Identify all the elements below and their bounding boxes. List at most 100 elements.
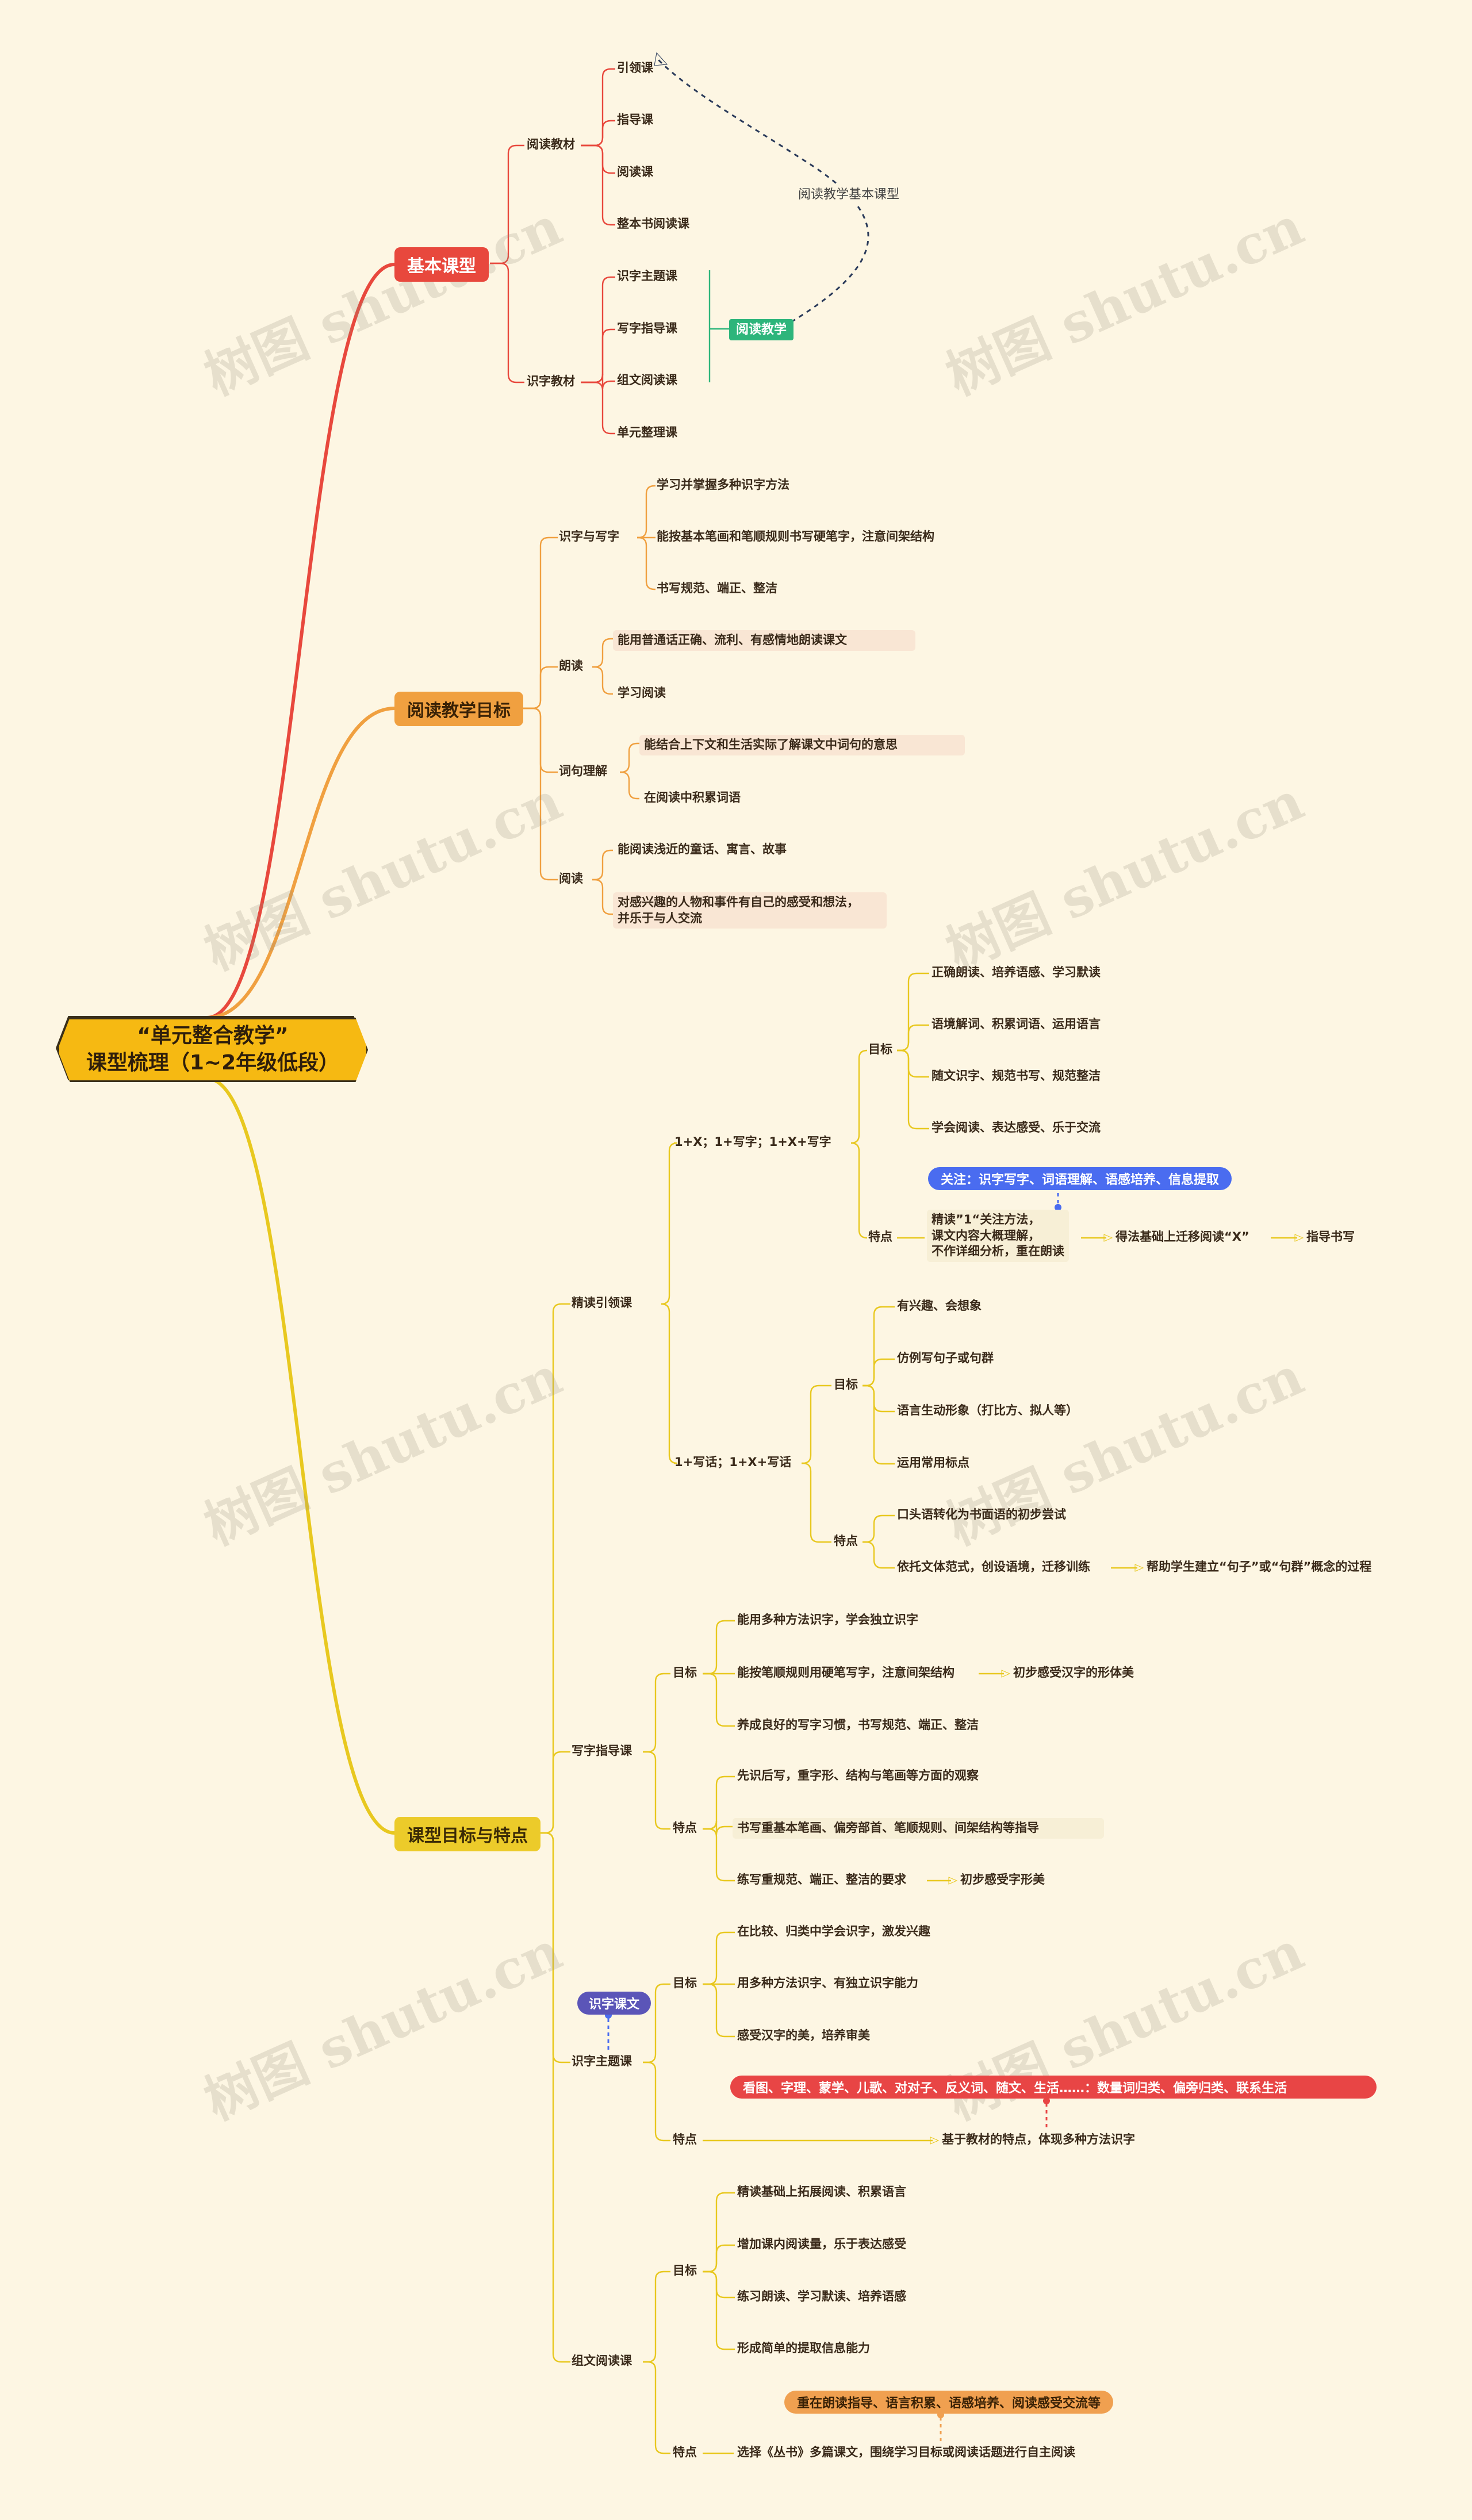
link-jingdu-a-goals	[897, 1049, 929, 1078]
goal-4-item-2[interactable]: 对感兴趣的人物和事件有自己的感受和想法， 并乐于与人交流	[613, 892, 887, 929]
link-jingdu	[661, 1142, 678, 1305]
goal-3-item-2[interactable]: 在阅读中积累词语	[644, 791, 741, 804]
link-xiezi-feats	[703, 1775, 735, 1830]
basic-course-node[interactable]: 基本课型	[394, 247, 489, 282]
arrow-jingdu-a-1-head	[1103, 1234, 1113, 1242]
link-relation	[657, 59, 869, 323]
xiezi-goal-2[interactable]: 能按笔顺规则用硬笔写字，注意间架结构	[737, 1666, 954, 1679]
zuwen-node[interactable]: 组文阅读课	[572, 2354, 632, 2368]
jingdu-b-goal-label[interactable]: 目标	[834, 1378, 858, 1391]
goal-1-item-3[interactable]: 书写规范、端正、整洁	[657, 581, 777, 595]
xiezi-feat-2[interactable]: 书写重基本笔画、偏旁部首、笔顺规则、间架结构等指导	[733, 1818, 1104, 1839]
link-goal-2	[592, 638, 613, 668]
jingdu-b-feat-label[interactable]: 特点	[834, 1534, 858, 1548]
reading-goals-node[interactable]: 阅读教学目标	[394, 692, 523, 726]
jingdu-b-goal-4[interactable]: 运用常用标点	[897, 1456, 969, 1470]
shizi-goal-3[interactable]: 感受汉字的美，培养审美	[737, 2028, 870, 2042]
zuwen-goal-label[interactable]: 目标	[673, 2264, 697, 2277]
zuwen-goal-3[interactable]: 练习朗读、学习默读、培养语感	[737, 2289, 906, 2303]
jingdu-b-feat-next[interactable]: 帮助学生建立“句子”或“句群”概念的过程	[1147, 1560, 1372, 1574]
zuwen-focus-pill[interactable]: 重在朗读指导、语言积累、语感培养、阅读感受交流等	[784, 2391, 1114, 2414]
course-features-node[interactable]: 课型目标与特点	[394, 1817, 540, 1851]
link-jingdu-b-goals	[862, 1384, 895, 1413]
link-shizi-goals	[703, 1931, 735, 1985]
goal-4-item-1[interactable]: 能阅读浅近的童话、寓言、故事	[618, 842, 787, 856]
xiezi-feat-3-next[interactable]: 初步感受字形美	[960, 1873, 1045, 1886]
xiezi-goal-label[interactable]: 目标	[673, 1666, 697, 1679]
link-jingdu-b-goals	[862, 1306, 895, 1387]
literacy-material-node[interactable]: 识字教材	[527, 374, 575, 388]
reading-item-2[interactable]: 指导课	[617, 113, 653, 126]
focus-pill[interactable]: 关注：识字写字、词语理解、语感培养、信息提取	[928, 1167, 1232, 1190]
jingdu-a-goal-3[interactable]: 随文识字、规范书写、规范整洁	[931, 1069, 1101, 1083]
zuwen-feat-text[interactable]: 选择《丛书》多篇课文，围绕学习目标或阅读话题进行自主阅读	[737, 2445, 1075, 2459]
shizi-tag[interactable]: 识字课文	[577, 1992, 651, 2015]
jingdu-a-node[interactable]: 1+X；1+写字；1+X+写字	[674, 1135, 831, 1149]
jingdu-a-goal-label[interactable]: 目标	[868, 1042, 892, 1056]
jingdu-b-feat-2[interactable]: 依托文体范式，创设语境，迁移训练	[897, 1560, 1090, 1574]
jingdu-b-goal-2[interactable]: 仿例写句子或句群	[897, 1351, 994, 1365]
link-shizi	[643, 2061, 670, 2142]
xiezi-feat-1[interactable]: 先识后写，重字形、结构与笔画等方面的观察	[737, 1769, 979, 1782]
shizi-feat-text[interactable]: 基于教材的特点，体现多种方法识字	[942, 2132, 1135, 2146]
literacy-item-1[interactable]: 识字主题课	[617, 269, 677, 283]
link-literacy-items	[581, 374, 615, 390]
reading-item-4[interactable]: 整本书阅读课	[617, 217, 689, 231]
jingdu-a-feat-next[interactable]: 得法基础上迁移阅读“X”	[1116, 1230, 1249, 1244]
literacy-item-4[interactable]: 单元整理课	[617, 425, 677, 439]
link-jingdu-a-goals	[897, 1024, 929, 1052]
shizi-goal-label[interactable]: 目标	[673, 1976, 697, 1990]
shizi-method-pill[interactable]: 看图、字理、蒙学、儿歌、对对子、反义词、随文、生活……：数量词归类、偏旁归类、联…	[730, 2076, 1377, 2099]
goal-2-item-1[interactable]: 能用普通话正确、流利、有感情地朗读课文	[613, 630, 915, 651]
link-jingdu-b-goals	[862, 1358, 895, 1387]
jingdu-a-goal-2[interactable]: 语境解词、积累词语、运用语言	[931, 1017, 1101, 1031]
zuwen-goal-1[interactable]: 精读基础上拓展阅读、积累语言	[737, 2185, 906, 2199]
shizi-goal-2[interactable]: 用多种方法识字、有独立识字能力	[737, 1976, 918, 1990]
jingdu-a-goal-4[interactable]: 学会阅读、表达感受、乐于交流	[931, 1121, 1101, 1134]
xiezi-feat-label[interactable]: 特点	[673, 1821, 697, 1835]
jingdu-b-feat-1[interactable]: 口头语转化为书面语的初步尝试	[897, 1508, 1066, 1521]
reading-item-1[interactable]: 引领课	[617, 61, 653, 75]
goal-3-item-1[interactable]: 能结合上下文和生活实际了解课文中词句的意思	[639, 735, 965, 755]
jingdu-b-goal-1[interactable]: 有兴趣、会想象	[897, 1299, 982, 1313]
jingdu-node[interactable]: 精读引领课	[572, 1296, 632, 1310]
jingdu-a-feat-label[interactable]: 特点	[868, 1230, 892, 1244]
goal-2-item-2[interactable]: 学习阅读	[618, 686, 666, 700]
jingdu-a-feat-last[interactable]: 指导书写	[1306, 1230, 1355, 1244]
jingdu-b-node[interactable]: 1+写话；1+X+写话	[674, 1455, 792, 1469]
jingdu-a-goal-1[interactable]: 正确朗读、培养语感、学习默读	[931, 965, 1101, 979]
link-jingdu	[661, 1303, 678, 1464]
link-jingdu-b	[802, 1384, 831, 1464]
goal-group-4[interactable]: 阅读	[559, 872, 583, 885]
arrow-shizi-feat-head	[930, 2137, 940, 2145]
shizi-feat-label[interactable]: 特点	[673, 2132, 697, 2146]
reading-material-node[interactable]: 阅读教材	[527, 137, 575, 151]
root-title-line2: 课型梳理（1~2年级低段）	[86, 1051, 340, 1075]
zuwen-goal-2[interactable]: 增加课内阅读量，乐于表达感受	[737, 2237, 906, 2251]
jingdu-a-feat-text[interactable]: 精读”1“关注方法， 课文内容大概理解， 不作详细分析，重在朗读	[927, 1210, 1069, 1263]
zuwen-goal-4[interactable]: 形成简单的提取信息能力	[737, 2341, 870, 2355]
goal-1-item-1[interactable]: 学习并掌握多种识字方法	[657, 478, 789, 492]
shizi-node[interactable]: 识字主题课	[572, 2054, 632, 2068]
xiezi-goal-2-next[interactable]: 初步感受汉字的形体美	[1013, 1666, 1134, 1679]
goal-group-1[interactable]: 识字与写字	[559, 530, 619, 543]
goal-group-2[interactable]: 朗读	[559, 659, 583, 673]
goal-1-item-2[interactable]: 能按基本笔画和笔顺规则书写硬笔字，注意间架结构	[657, 530, 934, 543]
xiezi-goal-1[interactable]: 能用多种方法识字，学会独立识字	[737, 1613, 918, 1627]
link-feature-courses	[540, 1832, 570, 2363]
xiezi-feat-3[interactable]: 练写重规范、端正、整洁的要求	[737, 1873, 906, 1886]
jingdu-b-goal-3[interactable]: 语言生动形象（打比方、拟人等）	[897, 1403, 1078, 1417]
reading-teaching-tag[interactable]: 阅读教学	[729, 319, 794, 341]
root-node[interactable]: “单元整合教学” 课型梳理（1~2年级低段）	[57, 1018, 368, 1082]
xiezi-node[interactable]: 写字指导课	[572, 1744, 632, 1758]
link-basic	[206, 263, 395, 1019]
link-jingdu-b-feats	[862, 1514, 895, 1543]
reading-item-3[interactable]: 阅读课	[617, 165, 653, 179]
shizi-goal-1[interactable]: 在比较、归类中学会识字，激发兴趣	[737, 1924, 930, 1938]
literacy-item-2[interactable]: 写字指导课	[617, 321, 677, 335]
zuwen-feat-label[interactable]: 特点	[673, 2445, 697, 2459]
xiezi-goal-3[interactable]: 养成良好的写字习惯，书写规范、端正、整洁	[737, 1718, 979, 1732]
goal-group-3[interactable]: 词句理解	[559, 764, 607, 778]
goal-4-item-2-line1: 对感兴趣的人物和事件有自己的感受和想法，	[618, 895, 859, 909]
literacy-item-3[interactable]: 组文阅读课	[617, 373, 677, 387]
